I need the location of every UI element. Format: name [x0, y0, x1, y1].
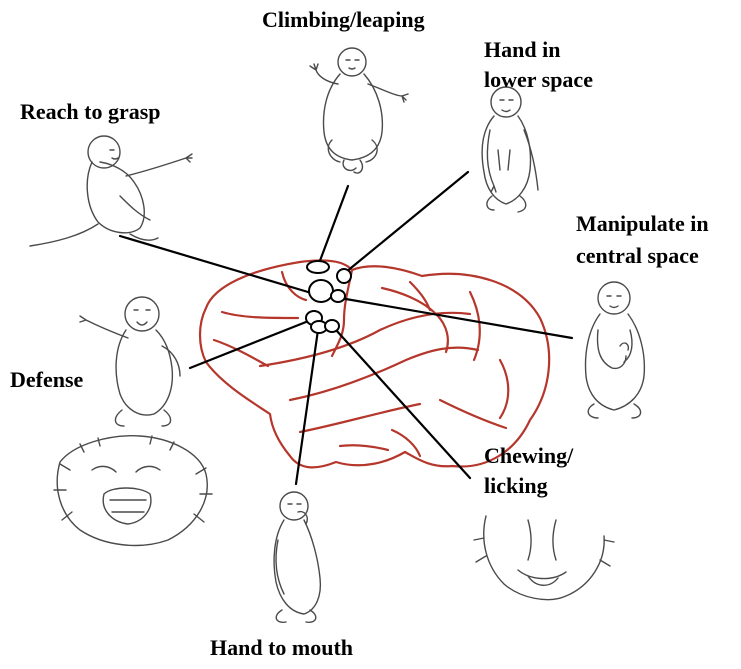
manipulating-monkey — [586, 282, 645, 418]
zone-hand-lower — [337, 269, 351, 283]
brain-sulcus-cerebellum-2 — [340, 445, 388, 450]
defensive-monkey — [80, 297, 180, 426]
brain-sulcus-temporal-lower — [300, 404, 420, 432]
label-hand-in-lower-space-line2: lower space — [484, 66, 593, 94]
licking-face — [474, 516, 614, 600]
label-chewing-line1: Chewing/ — [484, 442, 573, 470]
reaching-monkey — [30, 136, 192, 246]
hand-lower-space-monkey — [482, 87, 538, 212]
label-climbing-leaping: Climbing/leaping — [262, 6, 425, 34]
label-reach-to-grasp: Reach to grasp — [20, 98, 161, 126]
label-hand-to-mouth: Hand to mouth — [210, 634, 353, 662]
label-defense: Defense — [10, 366, 83, 394]
zone-chewing — [325, 320, 339, 332]
hand-to-mouth-monkey — [274, 492, 320, 622]
label-hand-in-lower-space-line1: Hand in — [484, 36, 560, 64]
label-manipulate-line2: central space — [576, 242, 699, 270]
brain-sulcus-orbital — [214, 340, 268, 366]
label-manipulate-line1: Manipulate in — [576, 210, 709, 238]
zone-manipulate — [331, 290, 345, 302]
climbing-monkey — [310, 48, 408, 173]
line-hand-mouth — [296, 330, 318, 484]
brain-sulcus-principal — [222, 312, 298, 318]
grimacing-face — [54, 436, 212, 546]
brain-sulcus-parietal — [410, 282, 430, 310]
brain-sulcus-superior-temporal — [290, 348, 478, 400]
line-climbing — [318, 186, 348, 266]
brain-sulcus-intraparietal — [382, 288, 448, 352]
line-reach — [120, 236, 308, 292]
zone-reach — [309, 280, 333, 302]
brain-sulcus-lateral — [260, 313, 470, 366]
connector-lines — [120, 172, 572, 484]
line-hand-lower — [346, 172, 468, 272]
brain-outline — [200, 260, 549, 467]
brain-sulcus-inferior-occipital — [440, 400, 506, 428]
brain-contour — [200, 260, 549, 467]
label-chewing-line2: licking — [484, 472, 548, 500]
brain-sulcus-occipital — [500, 360, 508, 418]
zone-climbing — [307, 261, 329, 273]
